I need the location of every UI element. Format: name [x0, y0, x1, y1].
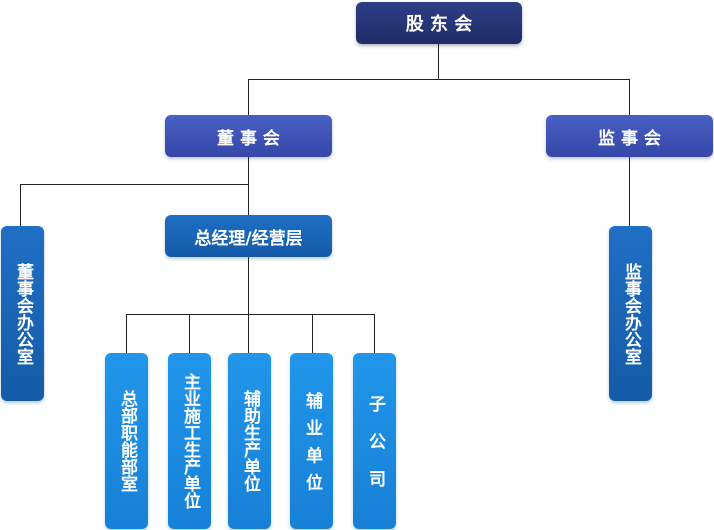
general-manager-node: 总经理/经营层 [165, 215, 332, 257]
board-node: 董事会 [165, 115, 332, 157]
shareholders-node: 股东会 [356, 2, 522, 44]
department-node-auxiliary-business: 辅业单位 [290, 353, 333, 529]
department-node-headquarters: 总部职能部室 [105, 353, 148, 529]
board-office-node: 董事会办公室 [1, 226, 44, 401]
supervisory-board-node: 监事会 [546, 115, 713, 157]
supervisory-office-node: 监事会办公室 [609, 226, 652, 401]
department-node-subsidiary: 子公司 [353, 353, 396, 529]
department-node-auxiliary-production: 辅助生产单位 [228, 353, 271, 529]
department-node-main-construction: 主业施工生产单位 [168, 353, 211, 529]
